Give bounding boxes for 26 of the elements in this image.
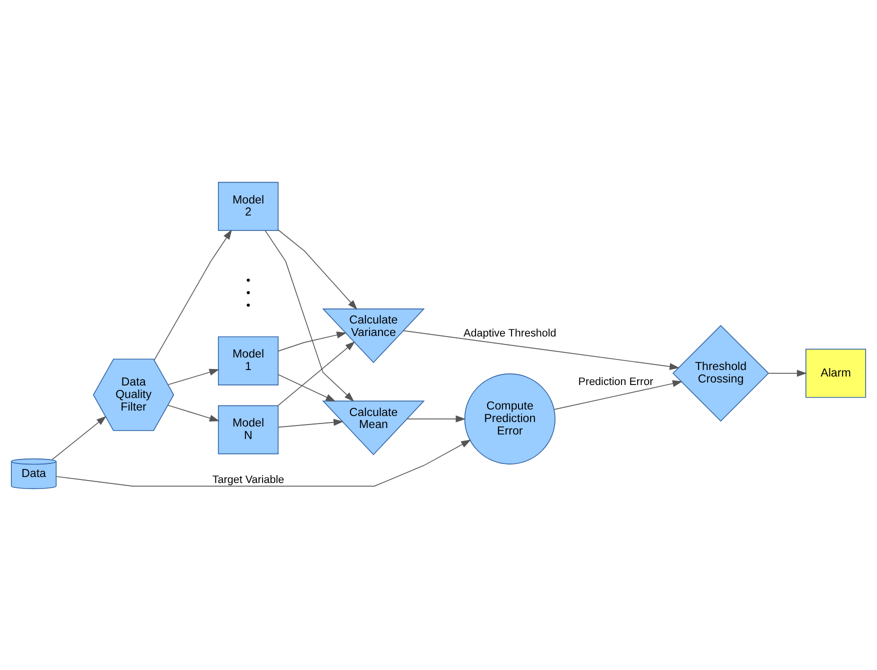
edge-label: Target Variable <box>212 474 284 486</box>
arrow <box>406 414 466 422</box>
arrow <box>154 229 232 360</box>
arrow <box>168 368 220 385</box>
arrow <box>768 369 807 376</box>
arrow <box>278 374 336 402</box>
arrow <box>278 331 347 351</box>
node-box: Model 2 <box>218 181 279 230</box>
edge-label: Prediction Error <box>578 376 654 388</box>
arrow <box>278 228 358 310</box>
arrow <box>52 416 106 460</box>
arrow <box>554 380 683 410</box>
arrow <box>264 230 354 402</box>
node-box: Model N <box>218 404 279 454</box>
arrow <box>168 404 220 422</box>
arrow <box>278 418 344 428</box>
arrow <box>56 439 472 486</box>
arrow <box>403 330 680 370</box>
label: • <box>246 286 250 300</box>
node-box: Model 1 <box>218 336 279 385</box>
edge-label: Adaptive Threshold <box>464 326 556 339</box>
node-box: Alarm <box>805 348 866 398</box>
arrow <box>278 340 356 406</box>
node-circle: Compute Prediction Error <box>464 372 556 464</box>
label: • <box>246 298 250 312</box>
label: • <box>246 274 250 287</box>
